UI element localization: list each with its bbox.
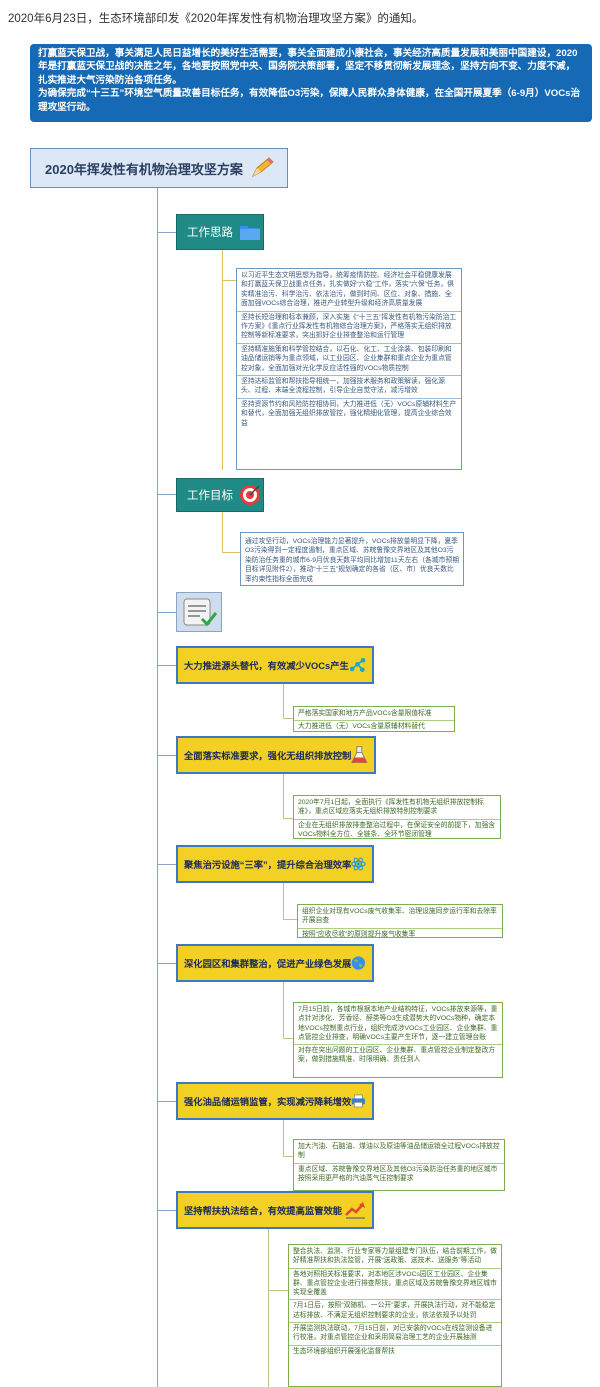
connector (157, 494, 176, 495)
connector (283, 982, 284, 1038)
connector (283, 684, 284, 718)
task-node[interactable]: 大力推进源头替代，有效减少VOCs产生 (176, 646, 374, 684)
list-item: 企业在无组织排放排查整治过程中，在保证安全的前提下，加强含VOCs物料全方位、全… (298, 821, 496, 838)
connector (222, 512, 223, 552)
list-item: 各地对照相关标准要求，对本地区涉VOCs园区工业园区、企业集群、重点管控企业进行… (293, 1270, 497, 1297)
task-node[interactable]: 全面落实标准要求，强化无组织排放控制 (176, 736, 376, 774)
goal-text: 通过攻坚行动，VOCs治理能力显著提升，VOCs排放量明显下降，夏季O3污染得到… (245, 538, 459, 583)
connector (157, 755, 176, 756)
connector (283, 1120, 284, 1156)
connector (157, 864, 176, 865)
branch-work-approach[interactable]: 工作思路 (176, 214, 264, 250)
list-item: 加大汽油、石脑油、煤油以及原油等油品储运销全过程VOCs排放控制 (298, 1143, 500, 1160)
list-item: 按照“应收尽收”的原则提升废气收集率 (302, 930, 416, 938)
list-item: 大力推进低（无）VOCs含量原辅材料替代 (298, 723, 425, 731)
list-item: 重点区域、苏皖鲁豫交界地区及其他O3污染防治任务重的地区城市按照采用更严格的汽油… (298, 1165, 498, 1182)
connector (268, 1290, 288, 1291)
atom-icon (351, 857, 366, 871)
list-item: 坚持精准施策和科学管控结合，以石化、化工、工业涂装、包装印刷和油品储运销等为重点… (241, 345, 452, 372)
target-icon (240, 485, 260, 505)
connector (283, 1156, 293, 1157)
task-title: 强化油品储运销监管，实现减污降耗增效 (184, 1097, 352, 1107)
banner-paragraph-2: 为确保完成“十三五”环境空气质量改善目标任务，有效降低O3污染，保障人民群众身体… (38, 88, 581, 113)
task-title: 全面落实标准要求，强化无组织排放控制 (184, 751, 352, 761)
list-item: 2020年7月1日起，全面执行《挥发性有机物无组织排放控制标准》，重点区域应落实… (298, 799, 484, 816)
work-approach-list: 以习近平生态文明思想为指导，统筹疫情防控、经济社会平稳健康发展和打赢蓝天保卫战重… (236, 268, 462, 470)
printer-icon (352, 1094, 366, 1108)
connector (222, 250, 223, 470)
task-detail-list: 严格落实国家和地方产品VOCs含量限值标准 大力推进低（无）VOCs含量原辅材料… (293, 706, 455, 732)
list-item: 7月1日后，按照“双随机、一公开”要求，开展执法行动，对不能稳定达标排放、不满足… (293, 1302, 496, 1319)
pencil-icon (251, 157, 274, 178)
list-item: 严格落实国家和地方产品VOCs含量限值标准 (298, 710, 432, 717)
globe-icon (352, 956, 366, 970)
task-detail-list: 整合执法、监测、行业专家等力量组建专门队伍，结合前期工作，做好精准帮扶和执法监管… (288, 1244, 502, 1387)
molecule-icon (349, 657, 366, 673)
checklist-icon (183, 598, 218, 627)
task-detail-list: 2020年7月1日起，全面执行《挥发性有机物无组织排放控制标准》，重点区域应落实… (293, 795, 501, 839)
task-title: 聚焦治污设施“三率”，提升综合治理效率 (184, 860, 352, 870)
list-item: 组织企业对现有VOCs废气收集率、治理设施同步运行率和去除率开展自查 (302, 908, 497, 925)
connector (268, 1229, 269, 1387)
connector (157, 612, 176, 613)
task-detail-list: 7月15日前，各城市根据本地产业结构特征，VOCs排放来源等，重点针对涉化、芳香… (293, 1002, 503, 1078)
connector (157, 963, 176, 964)
banner-paragraph-1: 打赢蓝天保卫战，事关满足人民日益增长的美好生活需要，事关全面建成小康社会，事关经… (38, 48, 578, 86)
connector (222, 552, 240, 553)
root-title: 2020年挥发性有机物治理攻坚方案 (45, 161, 243, 177)
list-item: 坚持资源节约和风险防控相协同，大力推进低（无）VOCs原辅材料生产和替代，全面加… (241, 400, 457, 427)
flask-icon (351, 746, 368, 763)
list-item: 整合执法、监测、行业专家等力量组建专门队伍，结合前期工作，做好精准帮扶和执法监管… (293, 1248, 497, 1265)
chart-trend-icon (345, 1202, 365, 1219)
branch-work-goal[interactable]: 工作目标 (176, 478, 264, 512)
list-item: 生态环境部组织开展强化监督帮扶 (293, 1347, 395, 1355)
list-item: 坚持达标监管和帮扶指导相统一，加强技术服务和政策解读，强化源头、过程、末端全流程… (241, 378, 445, 395)
connector (222, 280, 236, 281)
list-item: 坚持长短治理和标本兼顾，深入实施《“十三五”挥发性有机物污染防治工作方案》《重点… (241, 313, 457, 340)
list-item: 开展监测执法联动，7月15日前，对已安装的VOCs在线监测设备进行校准，对重点管… (293, 1325, 493, 1342)
list-item: 7月15日前，各城市根据本地产业结构特征，VOCs排放来源等，重点针对涉化、芳香… (298, 1006, 498, 1041)
task-node[interactable]: 强化油品储运销监管，实现减污降耗增效 (176, 1082, 374, 1120)
measures-node[interactable] (176, 592, 222, 632)
list-item: 以习近平生态文明思想为指导，统筹疫情防控、经济社会平稳健康发展和打赢蓝天保卫战重… (241, 272, 454, 308)
task-node[interactable]: 深化园区和集群整治，促进产业绿色发展 (176, 944, 374, 982)
intro-text: 2020年6月23日，生态环境部印发《2020年挥发性有机物治理攻坚方案》的通知… (8, 13, 424, 25)
task-detail-list: 加大汽油、石脑油、煤油以及原油等油品储运销全过程VOCs排放控制 重点区域、苏皖… (293, 1139, 505, 1191)
trunk-line (157, 188, 158, 1387)
connector (283, 718, 293, 719)
connector (157, 1210, 176, 1211)
task-title: 深化园区和集群整治，促进产业绿色发展 (184, 959, 352, 969)
task-detail-list: 组织企业对现有VOCs废气收集率、治理设施同步运行率和去除率开展自查 按照“应收… (297, 904, 503, 938)
task-node[interactable]: 坚持帮扶执法结合，有效提高监管效能 (176, 1191, 374, 1229)
connector (283, 919, 297, 920)
task-title: 坚持帮扶执法结合，有效提高监管效能 (184, 1206, 343, 1216)
connector (283, 1038, 293, 1039)
summary-banner: 打赢蓝天保卫战，事关满足人民日益增长的美好生活需要，事关全面建成小康社会，事关经… (30, 44, 592, 122)
branch-label: 工作目标 (187, 490, 233, 502)
connector (157, 665, 176, 666)
folder-icon (240, 226, 260, 240)
connector (157, 232, 176, 233)
connector (157, 1101, 176, 1102)
task-node[interactable]: 聚焦治污设施“三率”，提升综合治理效率 (176, 845, 374, 883)
task-title: 大力推进源头替代，有效减少VOCs产生 (184, 661, 349, 671)
connector (283, 818, 293, 819)
list-item: 对存在突出问题的工业园区、企业集群、重点管控企业制定整改方案，做到措施精准、时限… (298, 1047, 496, 1064)
work-goal-text: 通过攻坚行动，VOCs治理能力显著提升，VOCs排放量明显下降，夏季O3污染得到… (240, 532, 464, 586)
connector (283, 883, 284, 919)
connector (283, 774, 284, 818)
branch-label: 工作思路 (187, 227, 233, 239)
root-node[interactable]: 2020年挥发性有机物治理攻坚方案 (30, 148, 288, 188)
